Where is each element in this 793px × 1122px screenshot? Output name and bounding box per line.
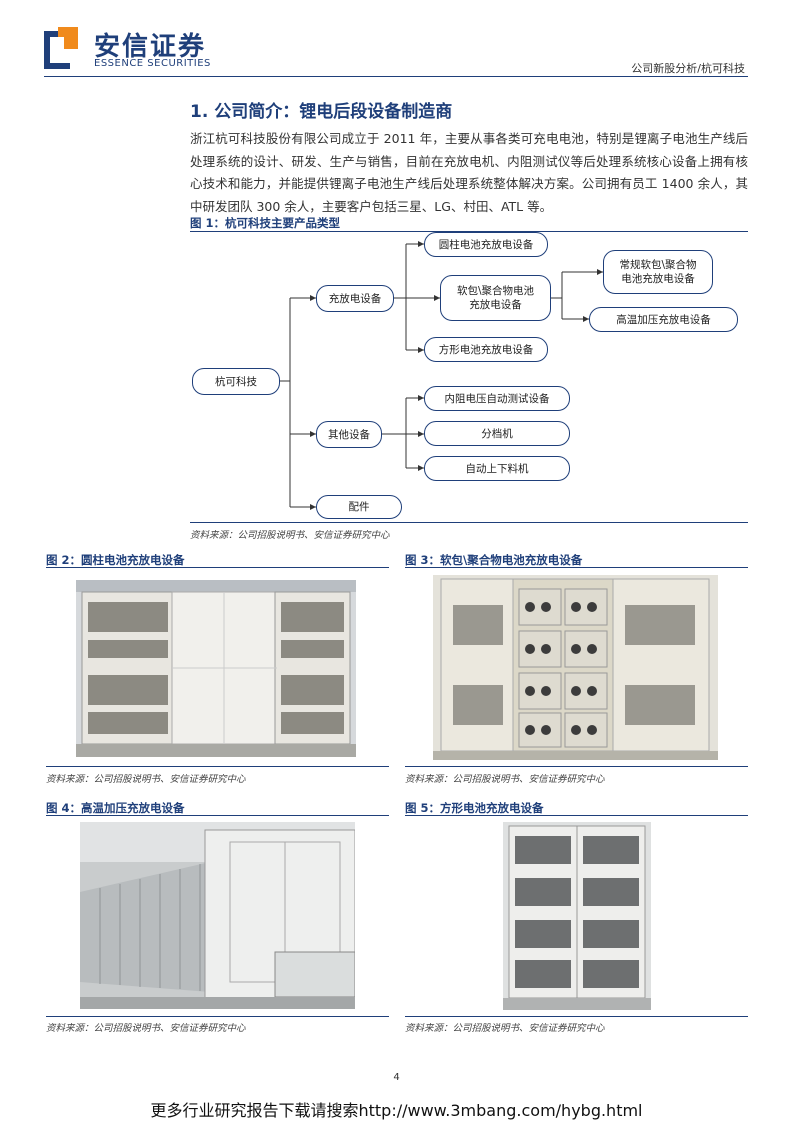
header-divider (44, 76, 748, 77)
cylinder-charger-photo (76, 580, 356, 757)
node-sorter: 分档机 (424, 421, 570, 446)
footer-download-link[interactable]: 更多行业研究报告下载请搜索http://www.3mbang.com/hybg.… (150, 1101, 643, 1120)
node-parts: 配件 (316, 495, 402, 519)
node-auto-loader: 自动上下料机 (424, 456, 570, 481)
figure3-bottom-rule (405, 766, 748, 767)
figure1-bottom-rule (190, 522, 748, 523)
figure4-top-rule (46, 815, 389, 816)
node-square-charger: 方形电池充放电设备 (424, 337, 548, 362)
figure1-source: 资料来源：公司招股说明书、安信证券研究中心 (190, 530, 390, 541)
figure4-source: 资料来源：公司招股说明书、安信证券研究中心 (46, 1023, 246, 1034)
figure3-caption: 图 3：软包\聚合物电池充放电设备 (405, 553, 583, 567)
figure2-caption: 图 2：圆柱电池充放电设备 (46, 553, 185, 567)
header-report-type: 公司新股分析/杭可科技 (631, 62, 745, 75)
section-title: 1. 公司简介：锂电后段设备制造商 (190, 102, 453, 122)
node-normal-soft-charger: 常规软包\聚合物电池充放电设备 (603, 250, 713, 294)
intro-paragraph: 浙江杭可科技股份有限公司成立于 2011 年，主要从事各类可充电电池，特别是锂离… (190, 131, 748, 214)
figure4-caption: 图 4：高温加压充放电设备 (46, 801, 185, 815)
node-soft-pack-charger: 软包\聚合物电池充放电设备 (440, 275, 551, 321)
node-high-temp-charger: 高温加压充放电设备 (589, 307, 738, 332)
logo-chinese-text: 安信证券 (94, 32, 207, 62)
node-hangke: 杭可科技 (192, 368, 280, 395)
figure1-caption: 图 1：杭可科技主要产品类型 (190, 216, 341, 230)
logo-english-text: ESSENCE SECURITIES (94, 58, 211, 69)
figure2-bottom-rule (46, 766, 389, 767)
node-resistance-tester: 内阻电压自动测试设备 (424, 386, 570, 411)
essence-logo-icon (44, 27, 78, 69)
figure3-source: 资料来源：公司招股说明书、安信证券研究中心 (405, 774, 605, 785)
figure4-bottom-rule (46, 1016, 389, 1017)
figure3-top-rule (405, 567, 748, 568)
figure1-top-rule (190, 231, 748, 232)
soft-pack-charger-photo (433, 575, 718, 760)
page-number: 4 (393, 1072, 400, 1083)
square-charger-photo (503, 822, 651, 1010)
node-charge-discharge: 充放电设备 (316, 285, 394, 312)
figure2-top-rule (46, 567, 389, 568)
figure5-bottom-rule (405, 1016, 748, 1017)
figure5-top-rule (405, 815, 748, 816)
high-temp-charger-photo (80, 822, 355, 1009)
figure2-source: 资料来源：公司招股说明书、安信证券研究中心 (46, 774, 246, 785)
node-cylinder-charger: 圆柱电池充放电设备 (424, 232, 548, 257)
node-other-equipment: 其他设备 (316, 421, 382, 448)
figure5-source: 资料来源：公司招股说明书、安信证券研究中心 (405, 1023, 605, 1034)
figure5-caption: 图 5：方形电池充放电设备 (405, 801, 544, 815)
